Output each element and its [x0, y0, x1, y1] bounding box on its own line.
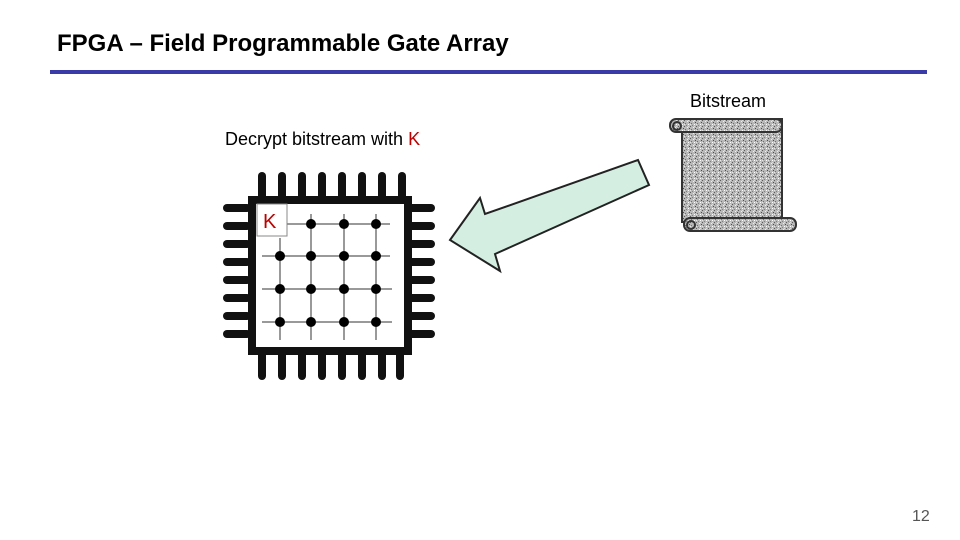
chip-key-label: K [263, 211, 277, 233]
page-number: 12 [912, 508, 930, 525]
title-rule [50, 70, 927, 74]
chip-pins-top [258, 172, 406, 200]
decrypt-key: K [408, 129, 421, 149]
decrypt-text: Decrypt bitstream with [225, 129, 409, 149]
key-box [256, 203, 288, 237]
chip-pins-left [223, 204, 251, 338]
transfer-arrow [448, 158, 651, 274]
fpga-chip: K [223, 172, 435, 380]
chip-pins-right [408, 204, 435, 338]
bitstream-label: Bitstream [690, 91, 767, 111]
decrypt-label: Decrypt bitstream with K [225, 129, 420, 150]
logic-nodes [275, 219, 381, 327]
chip-pins-bottom [258, 351, 404, 380]
slide-title: FPGA – Field Programmable Gate Array [57, 30, 509, 57]
bitstream-scroll-icon [669, 118, 797, 232]
